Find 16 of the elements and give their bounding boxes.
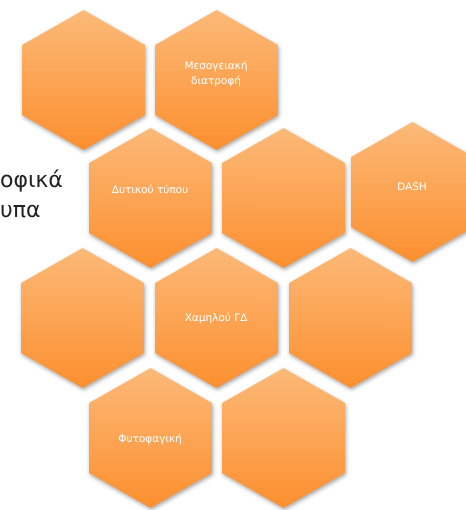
hexagon-shape [22,10,144,150]
hexagon-label: Δυτικού τύπου [110,182,190,198]
hexagon-label: Φυτοφαγική [117,432,183,446]
hexagon-shape [154,248,278,388]
hexagon-shape [288,248,412,388]
side-title-text: οφικά υπα [0,167,60,225]
hexagon-shape [222,128,344,268]
hexagon-shape [350,122,466,262]
hexagon-label: Μεσογειακή διατροφή [183,59,249,89]
hexagon-shape [88,368,212,508]
hexagon-shape [88,128,212,268]
hexagon-label: Χαμηλού ΓΔ [184,310,248,326]
hexagon-shape [154,10,278,150]
hexagon-label: DASH [396,180,428,194]
hexagon-shape [20,248,144,388]
hexagon-shape [222,368,344,508]
